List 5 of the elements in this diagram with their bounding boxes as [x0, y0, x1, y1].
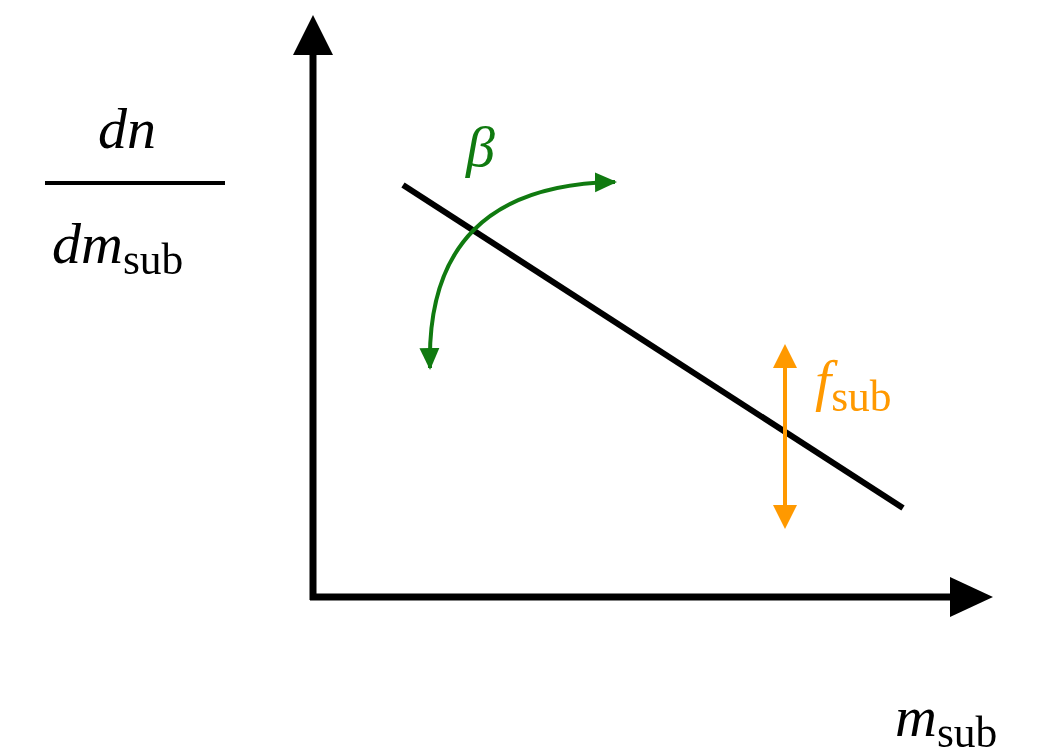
- axis-label: m$_{sub}$: [895, 688, 998, 747]
- axis-label: dn: [98, 100, 156, 158]
- axis-label: dm$_{sub}$: [52, 215, 184, 282]
- parameter-label: f$_{sub}$: [815, 352, 892, 419]
- parameter-label: β: [466, 118, 495, 176]
